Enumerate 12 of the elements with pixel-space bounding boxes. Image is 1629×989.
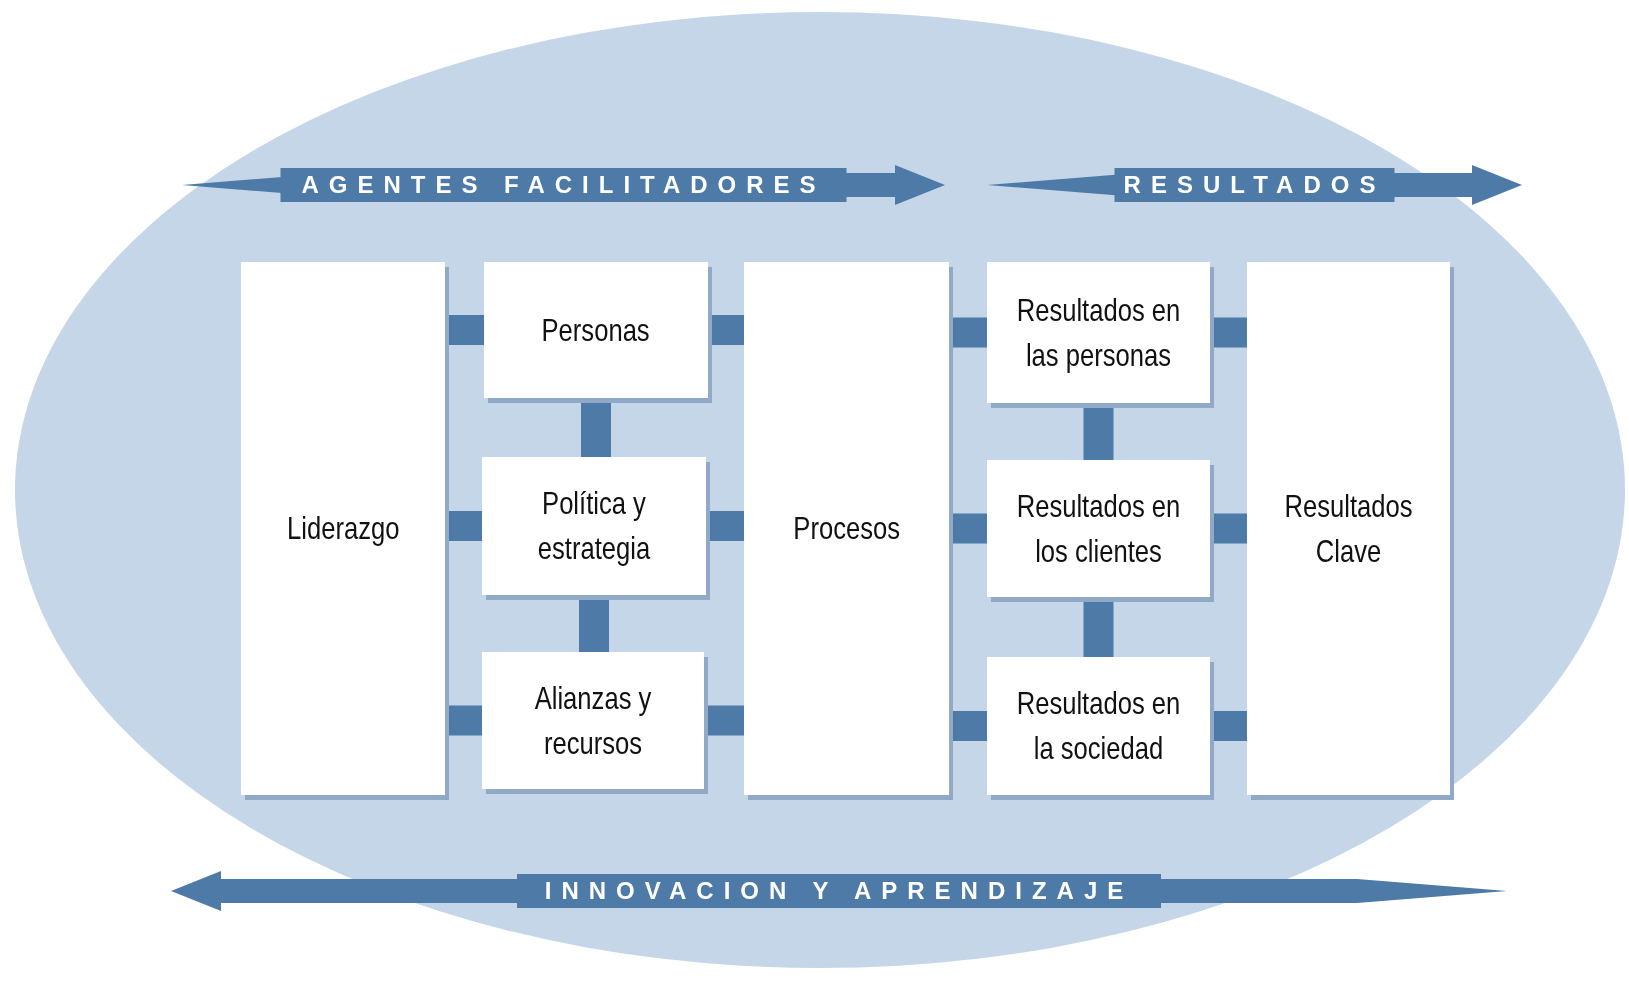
- box-label: Procesos: [793, 509, 900, 549]
- box-label: Política y estrategia: [536, 484, 652, 568]
- box-label: Liderazgo: [286, 509, 400, 549]
- box-label: Alianzas y recursos: [533, 678, 653, 763]
- box-label: Resultados en los clientes: [1015, 486, 1182, 571]
- box-label: Resultados en las personas: [1015, 290, 1182, 375]
- box-label: Resultados en la sociedad: [1015, 684, 1182, 768]
- banner-label: RESULTADOS: [1123, 171, 1386, 199]
- banner-label: AGENTES FACILITADORES: [301, 171, 826, 199]
- box-label: Resultados Clave: [1283, 486, 1414, 571]
- box-label: Personas: [541, 310, 651, 350]
- banner-label: INNOVACION Y APRENDIZAJE: [544, 877, 1134, 905]
